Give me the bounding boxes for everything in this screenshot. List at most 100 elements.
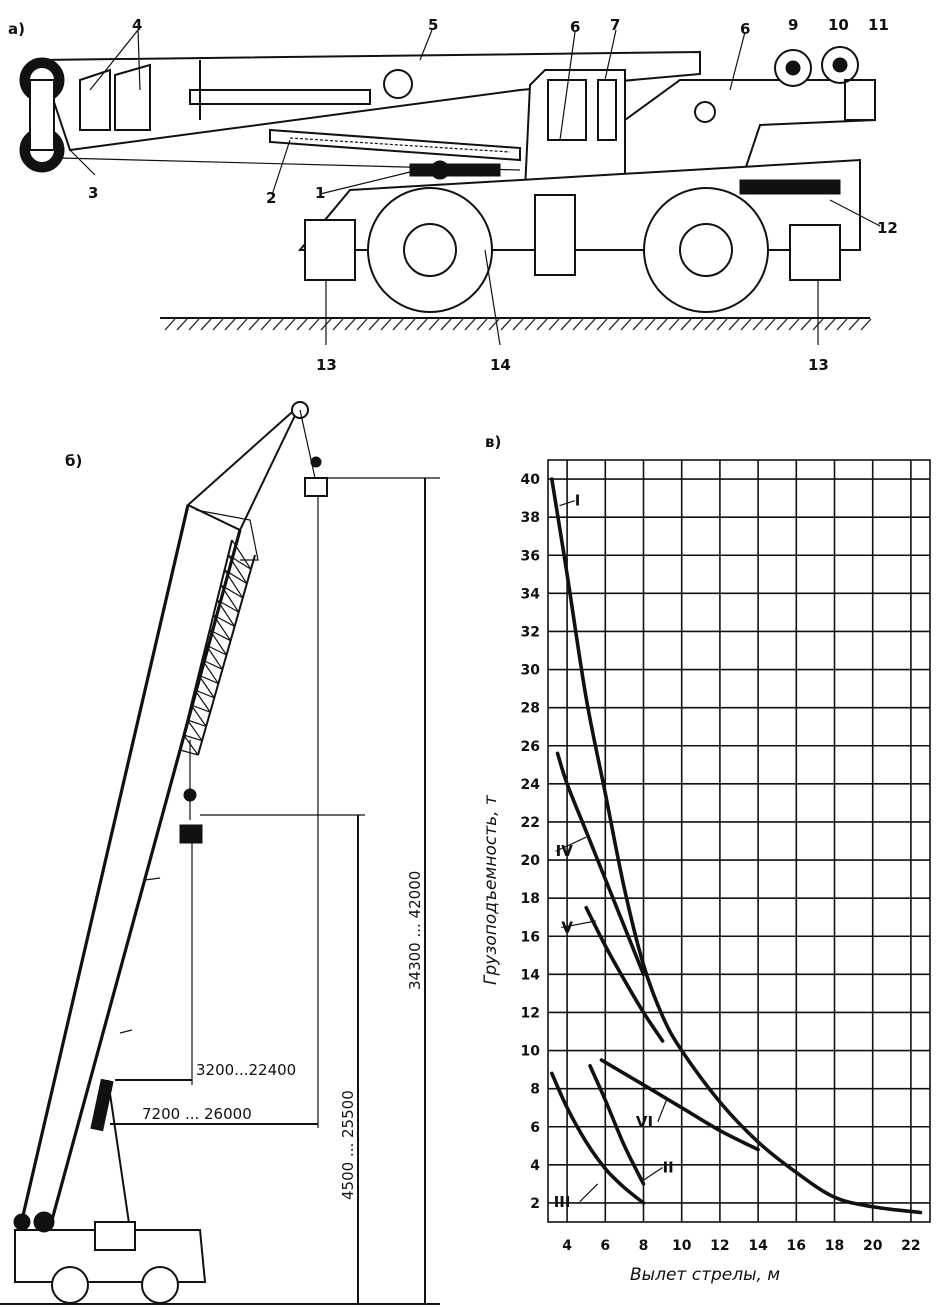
hatch-stroke xyxy=(704,318,716,331)
x-tick-label: 4 xyxy=(562,1238,572,1254)
hatch-stroke xyxy=(440,318,452,331)
hatch-stroke xyxy=(788,318,800,331)
x-tick-label: 14 xyxy=(748,1238,768,1254)
series-curve-III xyxy=(550,1071,646,1205)
chart-frame xyxy=(547,459,931,1223)
hatch-stroke xyxy=(404,318,416,331)
hatch-stroke xyxy=(344,318,356,331)
hatch-stroke xyxy=(392,318,404,331)
hatch-stroke xyxy=(464,318,476,331)
hatch-stroke xyxy=(500,318,512,331)
lattice-brace xyxy=(213,614,235,627)
hatch-stroke xyxy=(236,318,248,331)
hatch-stroke xyxy=(284,318,296,331)
carrier-cab xyxy=(94,1221,136,1251)
hatch-stroke xyxy=(572,318,584,331)
callout-13a: 13 xyxy=(316,356,337,374)
hatch-stroke xyxy=(800,318,812,331)
cab-window xyxy=(547,79,587,141)
series-label-IV: IV xyxy=(556,842,574,860)
winch-2-hub xyxy=(832,57,848,73)
hatch-stroke xyxy=(164,318,176,331)
series-leader-IV xyxy=(555,836,587,852)
series-curve-VI xyxy=(599,1058,760,1152)
hatch-stroke xyxy=(308,318,320,331)
ground-hatching xyxy=(164,318,872,331)
hatch-stroke xyxy=(296,318,308,331)
lattice-brace xyxy=(198,674,215,699)
chart-grid xyxy=(547,459,931,1223)
callout-leaders xyxy=(69,29,881,346)
y-tick-label: 22 xyxy=(521,815,540,831)
callout-6a: 6 xyxy=(570,18,580,36)
lattice-brace xyxy=(209,629,231,642)
boom-brackets xyxy=(79,63,151,131)
hatch-stroke xyxy=(428,318,440,331)
y-tick-label: 32 xyxy=(521,624,540,640)
series-leader-II xyxy=(643,1166,663,1181)
callout-6b: 6 xyxy=(740,20,750,38)
callout-1: 1 xyxy=(315,184,325,202)
y-tick-label: 40 xyxy=(521,472,541,488)
series-label-I: I xyxy=(575,492,581,510)
carrier-wheel-front xyxy=(51,1266,89,1304)
hatch-stroke xyxy=(548,318,560,331)
callout-13b: 13 xyxy=(808,356,829,374)
chart-curves xyxy=(550,477,923,1215)
boom-head xyxy=(29,79,55,151)
lattice-brace xyxy=(194,689,215,699)
panel-b-label: б) xyxy=(65,452,82,470)
lattice-brace xyxy=(179,749,199,756)
y-tick-label: 24 xyxy=(521,777,541,793)
hatch-stroke xyxy=(260,318,272,331)
boom-foot-sheave-1 xyxy=(13,1213,31,1231)
callout-2: 2 xyxy=(266,189,276,207)
hatch-stroke xyxy=(332,318,344,331)
series-curve-V xyxy=(584,905,665,1043)
y-tick-label: 26 xyxy=(521,739,540,755)
series-curve-IV xyxy=(555,751,646,977)
x-tick-label: 18 xyxy=(825,1238,844,1254)
x-tick-label: 8 xyxy=(639,1238,649,1254)
lattice-brace xyxy=(216,599,236,627)
lattice-brace xyxy=(187,719,207,727)
y-tick-label: 14 xyxy=(521,967,541,983)
x-tick-label: 6 xyxy=(600,1238,610,1254)
lattice-brace xyxy=(224,569,244,599)
lattice-brace xyxy=(227,554,248,584)
lattice-brace xyxy=(216,599,240,613)
y-tick-label: 28 xyxy=(521,701,540,717)
lattice-section xyxy=(179,539,256,756)
callout-10: 10 xyxy=(828,16,849,34)
lattice-brace xyxy=(205,644,223,670)
lattice-brace xyxy=(220,584,240,613)
crane-raised-view: б) 34300 ... 42000 4500 xyxy=(0,401,440,1305)
hatch-stroke xyxy=(740,318,752,331)
hatch-stroke xyxy=(692,318,704,331)
lattice-brace xyxy=(183,734,199,756)
hatch-stroke xyxy=(728,318,740,331)
y-tick-label: 18 xyxy=(521,891,540,907)
callout-5: 5 xyxy=(428,16,438,34)
lift-cylinder xyxy=(269,128,521,162)
boom-slider xyxy=(189,89,371,105)
crane-side-view: а) xyxy=(8,16,898,374)
lift-strut xyxy=(107,1079,131,1231)
lattice-brace xyxy=(224,569,248,585)
hatch-stroke xyxy=(248,318,260,331)
series-label-V: V xyxy=(561,918,573,936)
jib-stays xyxy=(195,509,259,561)
lattice-brace xyxy=(198,674,219,685)
jib xyxy=(186,404,301,532)
lattice-brace xyxy=(190,704,207,727)
hatch-stroke xyxy=(656,318,668,331)
y-tick-label: 38 xyxy=(521,510,540,526)
hatch-stroke xyxy=(512,318,524,331)
boom-marks xyxy=(119,877,161,1034)
hatch-stroke xyxy=(272,318,284,331)
callout-9: 9 xyxy=(788,16,798,34)
x-tick-label: 16 xyxy=(787,1238,806,1254)
callout-14: 14 xyxy=(490,356,511,374)
x-tick-label: 22 xyxy=(901,1238,920,1254)
